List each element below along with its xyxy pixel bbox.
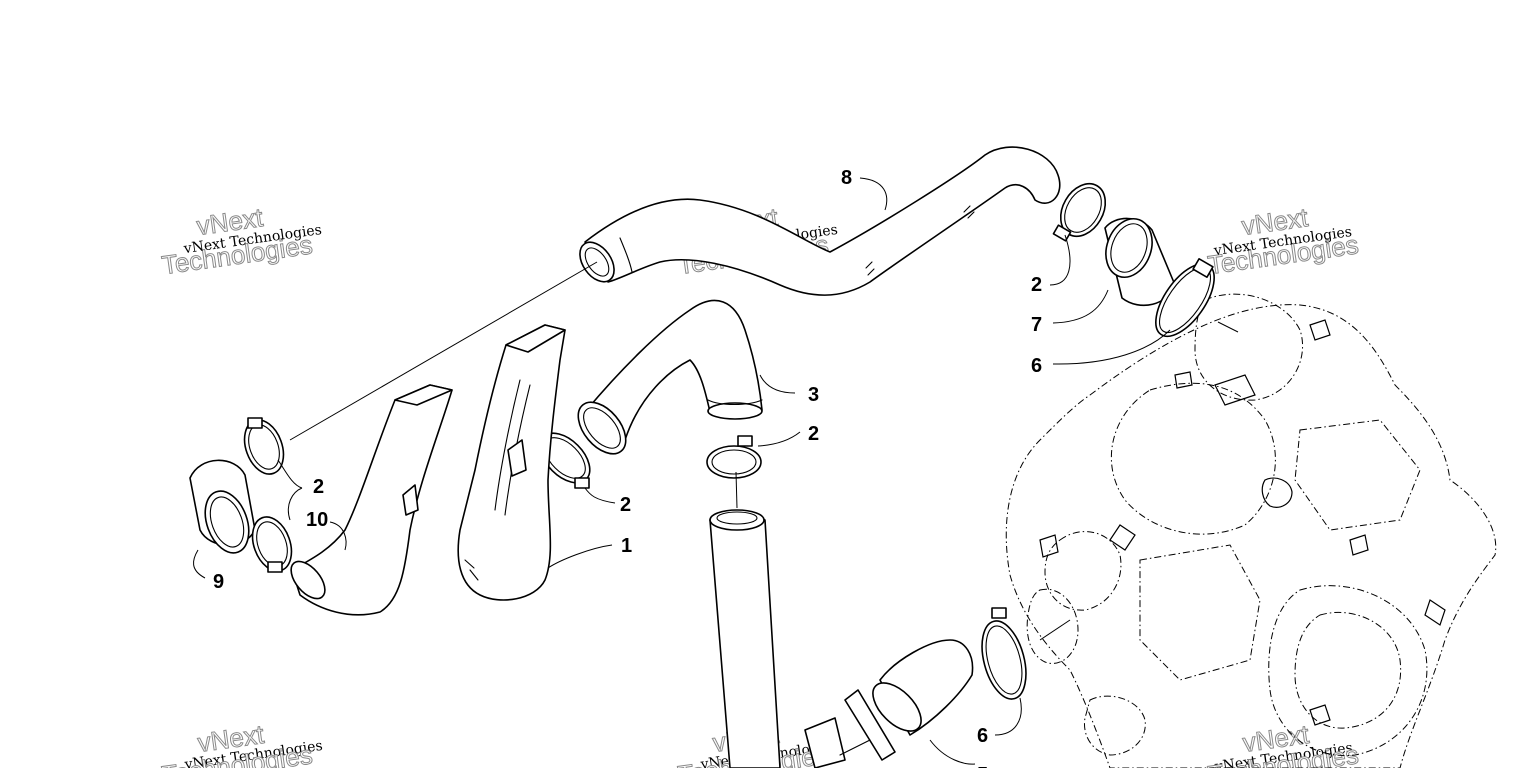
callout-9: 9 (213, 571, 224, 593)
part-8-upper-duct (579, 146, 1061, 296)
part-9-coupler (189, 459, 256, 554)
callout-3: 3 (808, 384, 819, 406)
part-1-housing (457, 324, 566, 601)
part-7-coupler (1104, 217, 1176, 307)
callout-labels: 8 2 7 6 3 2 2 2 10 1 9 6 5 (213, 167, 1042, 768)
watermark-top-left: vNext Technologies vNext Technologies (159, 202, 322, 281)
callout-1: 1 (621, 535, 632, 557)
part-3-curved-duct (577, 299, 763, 455)
engine-block (1005, 293, 1497, 768)
callout-8: 8 (841, 167, 852, 189)
callout-2-center-left: 2 (620, 494, 631, 516)
lower-vertical-duct (709, 509, 781, 768)
callout-2-left: 2 (313, 476, 324, 498)
part-6-clamp-upper-right (1155, 258, 1215, 338)
callout-6-lower: 6 (977, 725, 988, 747)
part-2-clamp-lower-left (251, 516, 293, 573)
part-2-clamp-upper-left (243, 417, 285, 475)
callout-2-center: 2 (808, 423, 819, 445)
callout-5: 5 (977, 764, 988, 768)
watermark-bottom-left: vNext vNext Technologies Technologies (159, 718, 323, 768)
callout-2-top-right: 2 (1031, 274, 1042, 296)
part-6-clamp-lower (981, 607, 1027, 700)
leader-lines (193, 177, 1239, 765)
lower-right-coupler (872, 639, 974, 736)
part-10-duct (290, 384, 453, 616)
callout-7: 7 (1031, 314, 1042, 336)
part-2-clamp-upper-right (1052, 182, 1107, 242)
callout-6-top-right: 6 (1031, 355, 1042, 377)
part-2-clamp-center (706, 435, 762, 479)
callout-10: 10 (306, 509, 328, 531)
small-clamp-lower (804, 689, 896, 768)
watermark-top-right: vNext Technologies vNext Technologies (1205, 202, 1360, 281)
